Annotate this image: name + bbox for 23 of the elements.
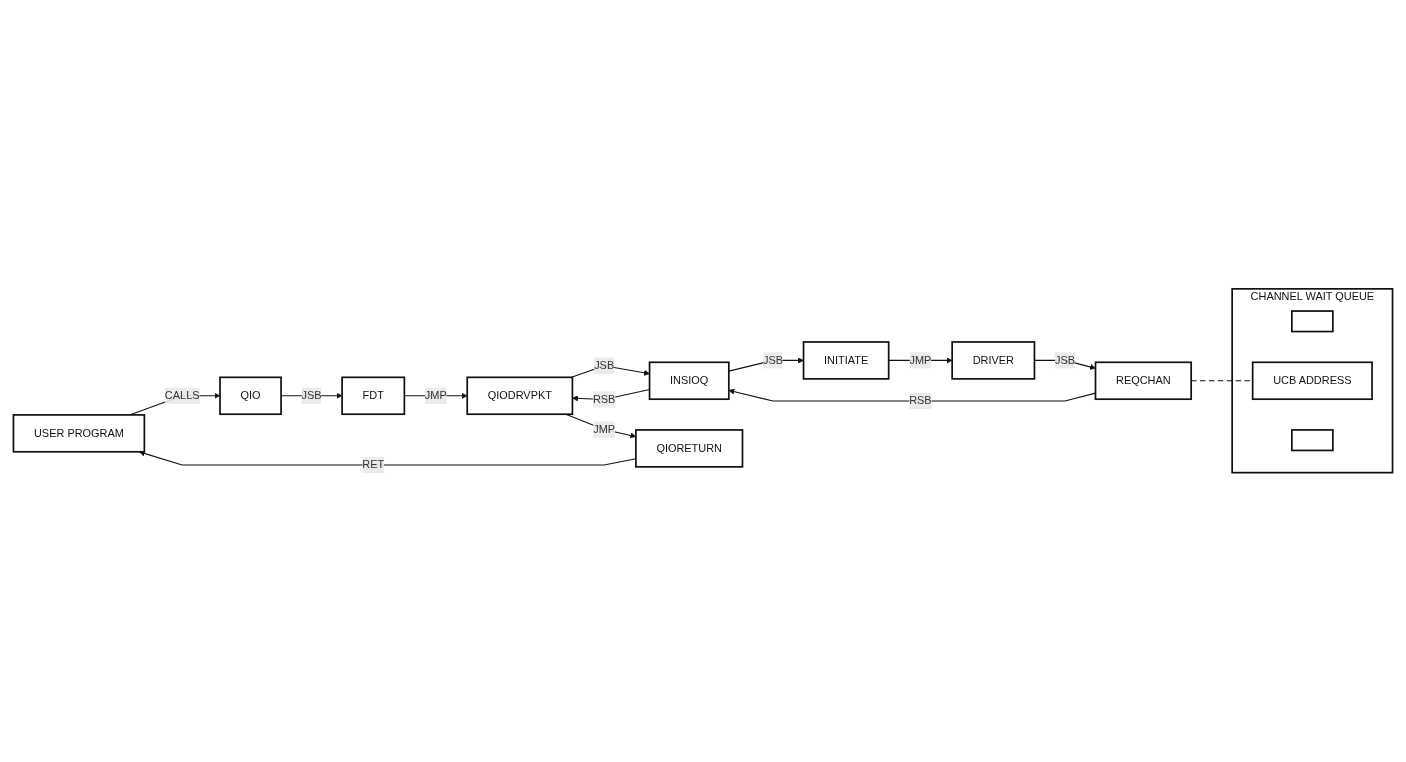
node-box: QIORETURN bbox=[635, 429, 744, 468]
edge-label: CALLS bbox=[164, 389, 200, 402]
edge-label: JMP bbox=[909, 354, 932, 366]
node-box bbox=[1291, 310, 1334, 333]
node-box: FDT bbox=[341, 376, 406, 416]
node-box: DRIVER bbox=[951, 341, 1036, 380]
edge-label: RSB bbox=[909, 394, 932, 407]
edge-label: JMP bbox=[424, 389, 447, 402]
node-box: QIODRVPKT bbox=[466, 376, 574, 416]
node-box: UCB ADDRESS bbox=[1251, 361, 1373, 401]
node-box: INSIOQ bbox=[648, 361, 730, 401]
edge-label: JSB bbox=[762, 354, 784, 366]
edge-label: JMP bbox=[593, 423, 616, 436]
edge-label: JSB bbox=[594, 359, 615, 372]
edge-label: JSB bbox=[301, 389, 322, 402]
node-box bbox=[1291, 429, 1334, 452]
edge-label: JSB bbox=[1054, 354, 1075, 366]
node-box: INITIATE bbox=[802, 341, 890, 380]
node-box: USER PROGRAM bbox=[12, 414, 146, 453]
edge-label: RSB bbox=[592, 393, 616, 405]
node-box: QIO bbox=[219, 376, 282, 416]
node-box: REQCHAN bbox=[1094, 361, 1193, 401]
edge-label: RET bbox=[362, 458, 385, 471]
